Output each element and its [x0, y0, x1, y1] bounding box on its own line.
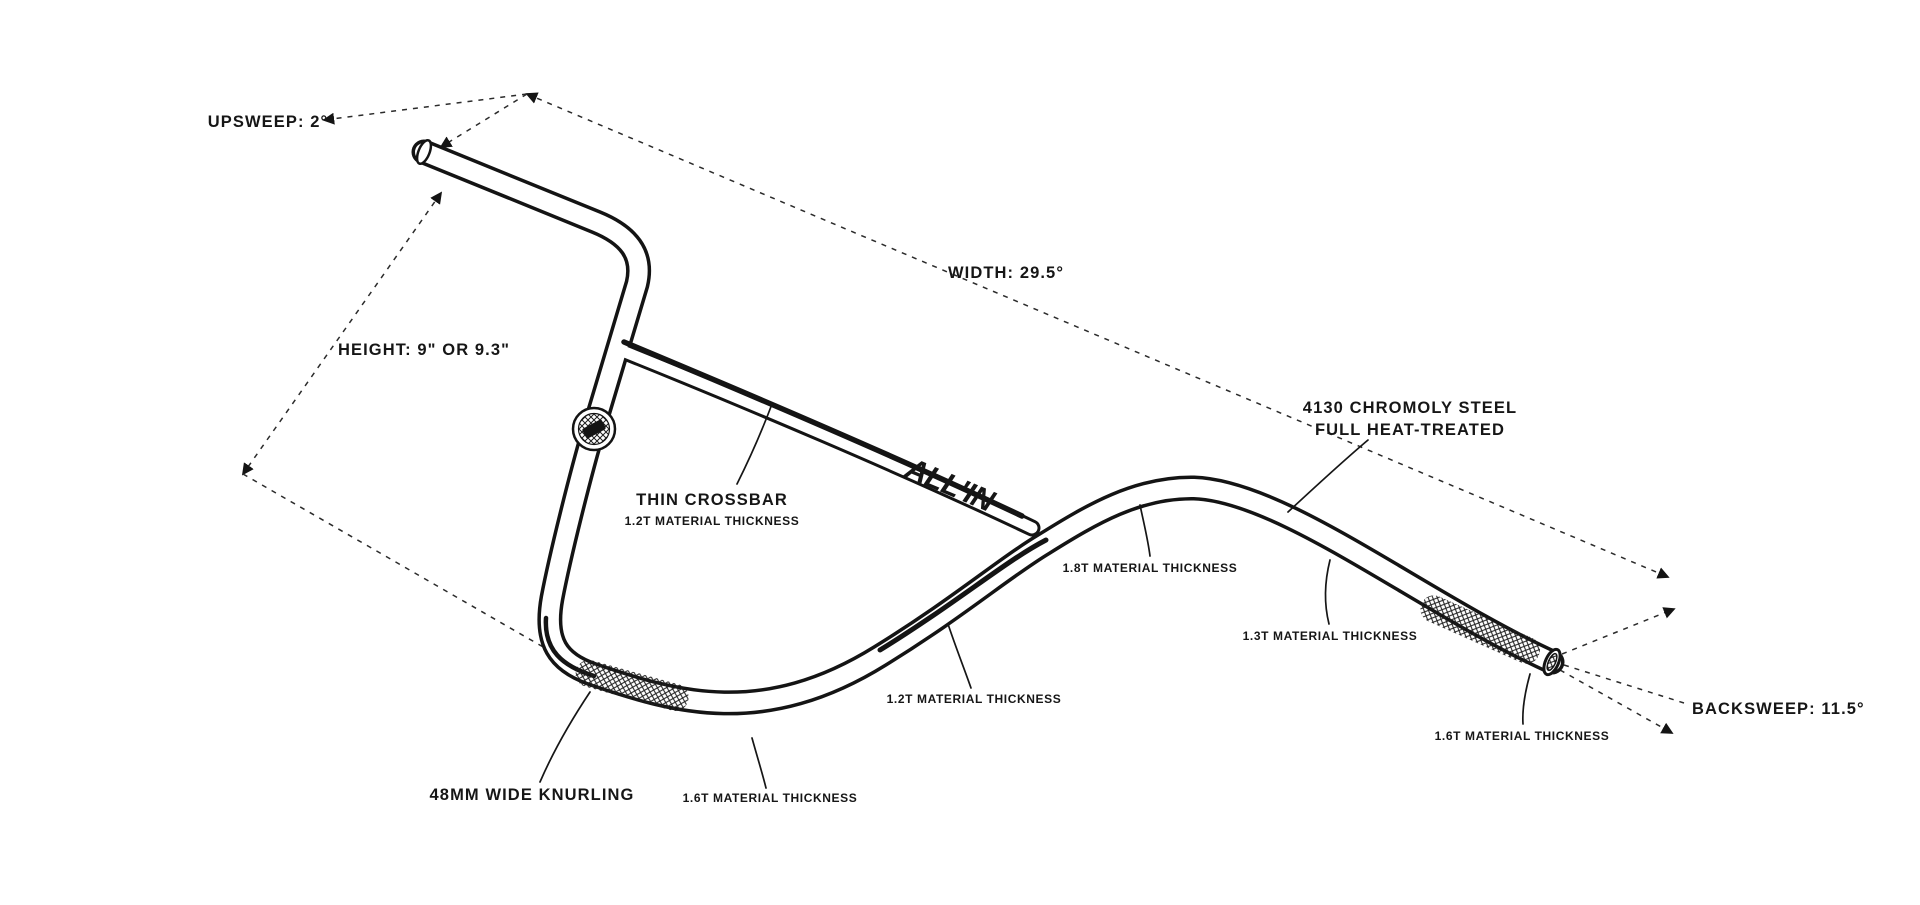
brand-badge	[571, 406, 617, 452]
crossbar-fill	[614, 344, 1038, 534]
backsweep-label: BACKSWEEP: 11.5°	[1692, 700, 1865, 718]
labels: UPSWEEP: 2° WIDTH: 29.5° HEIGHT: 9" OR 9…	[208, 113, 1865, 805]
material-leader	[1287, 439, 1369, 513]
material-label-line2: FULL HEAT-TREATED	[1315, 421, 1505, 439]
thickness-16-right-label: 1.6T MATERIAL THICKNESS	[1435, 729, 1610, 743]
upsweep-reference-line	[322, 93, 528, 125]
height-label: HEIGHT: 9" OR 9.3"	[338, 341, 510, 359]
height-dimension-line	[241, 191, 443, 476]
upsweep-axis-line	[439, 93, 528, 148]
thickness-12-leader	[947, 623, 972, 689]
backsweep-upper-line	[1561, 607, 1676, 655]
bottom-tube-top-shade	[877, 537, 1049, 653]
handlebar-drawing: ALL'IN	[411, 138, 1565, 716]
handlebar-main-tube-fill	[415, 143, 1561, 712]
crossbar-top-shade	[621, 339, 1025, 519]
knurling-leader	[539, 691, 591, 783]
thickness-16-right-leader	[1521, 673, 1531, 725]
crossbar-title-label: THIN CROSSBAR	[636, 491, 788, 509]
measurement-lines	[241, 92, 1685, 734]
height-extension-line	[242, 473, 592, 675]
knurling-label: 48MM WIDE KNURLING	[430, 786, 635, 804]
clamp-knurling-patch	[575, 660, 689, 712]
thickness-16-left-leader	[751, 737, 767, 789]
leader-lines	[539, 403, 1531, 789]
backsweep-axis-line	[1563, 664, 1685, 704]
backsweep-lower-line	[1559, 669, 1674, 734]
thickness-13-leader	[1324, 559, 1331, 625]
thickness-18-label: 1.8T MATERIAL THICKNESS	[1063, 561, 1238, 575]
width-dimension-line	[525, 92, 1670, 579]
material-label-line1: 4130 CHROMOLY STEEL	[1303, 399, 1517, 417]
crossbar-logo-text: ALL'IN	[900, 452, 1001, 520]
thickness-12-label: 1.2T MATERIAL THICKNESS	[887, 692, 1062, 706]
grip-knurling-patch	[1420, 595, 1540, 664]
crossbar-thickness-label: 1.2T MATERIAL THICKNESS	[625, 514, 800, 528]
thickness-18-leader	[1139, 504, 1151, 557]
right-grip-tube-opening	[1546, 652, 1558, 672]
thickness-16-left-label: 1.6T MATERIAL THICKNESS	[683, 791, 858, 805]
crossbar-leader	[736, 403, 773, 485]
width-label: WIDTH: 29.5°	[948, 264, 1064, 282]
left-grip-end-cap	[415, 138, 433, 166]
upsweep-label: UPSWEEP: 2°	[208, 113, 328, 131]
thickness-13-label: 1.3T MATERIAL THICKNESS	[1243, 629, 1418, 643]
